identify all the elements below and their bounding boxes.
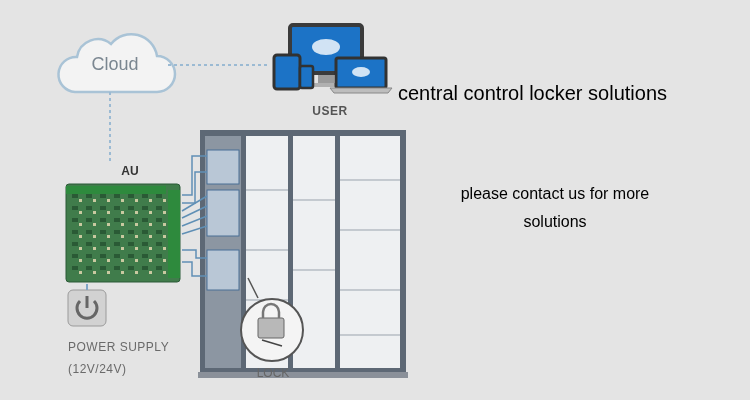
user-node: USER [268,20,392,118]
contact-note: please contact us for more solutions [440,180,670,236]
power-icon [68,290,106,326]
power-node: POWER SUPPLY (12V/24V) [62,290,200,382]
headline: central control locker solutions [398,80,738,106]
node-text: USER [312,104,347,118]
node-text: LOCK [257,366,290,380]
connector-line [168,64,268,66]
board-node: AU [62,164,182,284]
control-wires [182,156,207,276]
locker-cabinet [198,130,408,378]
connector-line [109,92,111,164]
devices-icon [274,25,392,93]
control-board [66,184,180,282]
node-text: POWER SUPPLY (12V/24V) [68,336,183,380]
lock-node: LOCK [236,296,310,382]
node-text: AU [121,164,138,178]
cloud-node: Cloud [58,38,168,92]
node-text: Cloud [91,54,138,76]
connector-line [86,284,88,290]
lock-icon [241,278,303,361]
cloud-shape [58,34,175,92]
